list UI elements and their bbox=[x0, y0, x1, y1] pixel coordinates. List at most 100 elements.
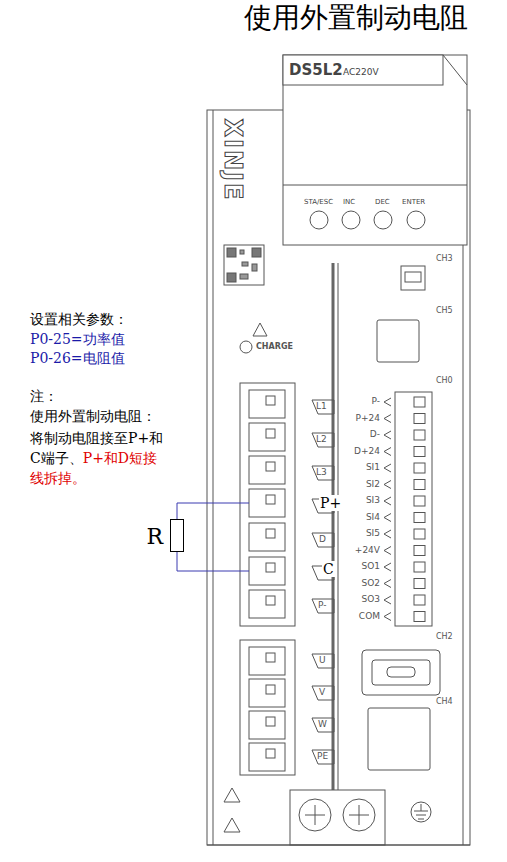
ground-symbol bbox=[414, 804, 428, 819]
pin-name: +24V bbox=[355, 545, 380, 555]
terminal-slot bbox=[249, 456, 285, 484]
pin-marker bbox=[384, 547, 391, 555]
wire bbox=[177, 503, 249, 519]
pin-name: SI2 bbox=[366, 479, 380, 489]
resistor-symbol: R bbox=[170, 519, 184, 552]
note-text: P0-25=功率值 bbox=[30, 331, 125, 347]
pin-marker bbox=[384, 563, 391, 571]
qr-code bbox=[224, 245, 264, 285]
ch3-connector bbox=[405, 272, 421, 282]
terminal-tag bbox=[312, 466, 334, 480]
keypad-buttons bbox=[374, 211, 392, 229]
motor-terminal-block bbox=[240, 640, 295, 775]
qr-code bbox=[240, 250, 244, 254]
terminal-screw bbox=[266, 749, 275, 758]
panel-label: U bbox=[319, 655, 326, 665]
pin-socket bbox=[414, 480, 425, 490]
panel-label: P- bbox=[318, 600, 326, 610]
ch2-connector bbox=[362, 650, 440, 695]
divider-line bbox=[333, 263, 338, 790]
pin-socket bbox=[414, 496, 425, 506]
pin-socket bbox=[414, 447, 425, 457]
note-text: 注： bbox=[30, 388, 58, 404]
keypad-buttons bbox=[310, 211, 425, 229]
warning-triangle bbox=[224, 788, 240, 802]
pin-marker bbox=[384, 596, 391, 604]
terminal-slot bbox=[249, 647, 285, 675]
terminal-block bbox=[240, 383, 295, 626]
pin-socket bbox=[414, 612, 425, 622]
pin-marker bbox=[384, 431, 391, 439]
panel-label: CH3 bbox=[436, 254, 453, 263]
ch5-port bbox=[377, 320, 419, 362]
pin-name: SI1 bbox=[366, 462, 380, 472]
ground-screw-block bbox=[305, 805, 369, 825]
pin-name: D+24 bbox=[354, 446, 380, 456]
pin-socket bbox=[414, 579, 425, 589]
ch0-connector bbox=[395, 392, 432, 626]
pin-marker bbox=[384, 613, 391, 621]
pin-socket bbox=[414, 595, 425, 605]
note-text: 设置相关参数： bbox=[30, 311, 128, 327]
ch2-connector bbox=[362, 650, 440, 695]
terminal-block bbox=[240, 383, 295, 626]
pin-name: SO3 bbox=[361, 594, 380, 604]
pin-marker bbox=[384, 415, 391, 423]
pin-name: COM bbox=[359, 611, 380, 621]
ground-symbol bbox=[411, 802, 431, 822]
panel-label: CH2 bbox=[436, 632, 453, 641]
terminal-slot bbox=[249, 590, 285, 618]
ch3-connector bbox=[401, 266, 425, 290]
terminal-slot bbox=[249, 489, 285, 517]
top-module bbox=[443, 55, 467, 85]
ch0-connector bbox=[395, 392, 432, 626]
pin-socket bbox=[414, 430, 425, 440]
pin-name: P+24 bbox=[356, 413, 380, 423]
top-module bbox=[283, 185, 467, 186]
terminal-screw bbox=[266, 495, 275, 504]
terminal-slot bbox=[249, 390, 285, 418]
top-module bbox=[283, 55, 467, 245]
panel-label: L2 bbox=[316, 434, 327, 444]
panel-label: PE bbox=[317, 751, 328, 761]
divider-line bbox=[332, 263, 335, 790]
pin-marker bbox=[384, 481, 391, 489]
pin-socket bbox=[414, 546, 425, 556]
ch2-connector bbox=[372, 660, 430, 685]
terminal-screw bbox=[266, 653, 275, 662]
pin-socket bbox=[414, 397, 425, 407]
wire bbox=[177, 552, 249, 571]
qr-code bbox=[227, 248, 236, 257]
terminal-screw bbox=[266, 596, 275, 605]
pin-name: D- bbox=[370, 429, 380, 439]
resistor-label: R bbox=[146, 524, 163, 549]
top-module bbox=[283, 55, 443, 85]
page-title: 使用外置制动电阻 bbox=[244, 2, 468, 34]
pin-marker bbox=[384, 464, 391, 472]
repeated-parts bbox=[249, 390, 425, 771]
pin-socket bbox=[414, 562, 425, 572]
note-text: P0-26=电阻值 bbox=[30, 350, 125, 366]
terminal-tag bbox=[312, 533, 334, 547]
brand-logo: XINJE bbox=[218, 119, 246, 202]
qr-code bbox=[242, 262, 248, 266]
panel-label: AC220V bbox=[343, 67, 379, 77]
terminal-slot: C bbox=[249, 557, 285, 585]
pin-marker bbox=[384, 514, 391, 522]
ch5-port bbox=[377, 320, 419, 362]
terminal-tag bbox=[312, 686, 334, 700]
qr-code bbox=[227, 273, 236, 282]
terminal-slot bbox=[249, 679, 285, 707]
keypad-buttons bbox=[310, 211, 328, 229]
terminal-screw bbox=[266, 396, 275, 405]
ch3-connector bbox=[401, 266, 425, 290]
terminal-screw bbox=[266, 685, 275, 694]
warning-triangle bbox=[224, 818, 240, 832]
terminal-slot: P+ bbox=[249, 489, 285, 517]
pin-name: SO2 bbox=[361, 578, 380, 588]
ground-screw-block bbox=[290, 790, 385, 845]
terminal-slot bbox=[249, 743, 285, 771]
pin-socket bbox=[414, 529, 425, 539]
panel-label: CH4 bbox=[436, 697, 453, 706]
ch4-port bbox=[368, 708, 430, 770]
